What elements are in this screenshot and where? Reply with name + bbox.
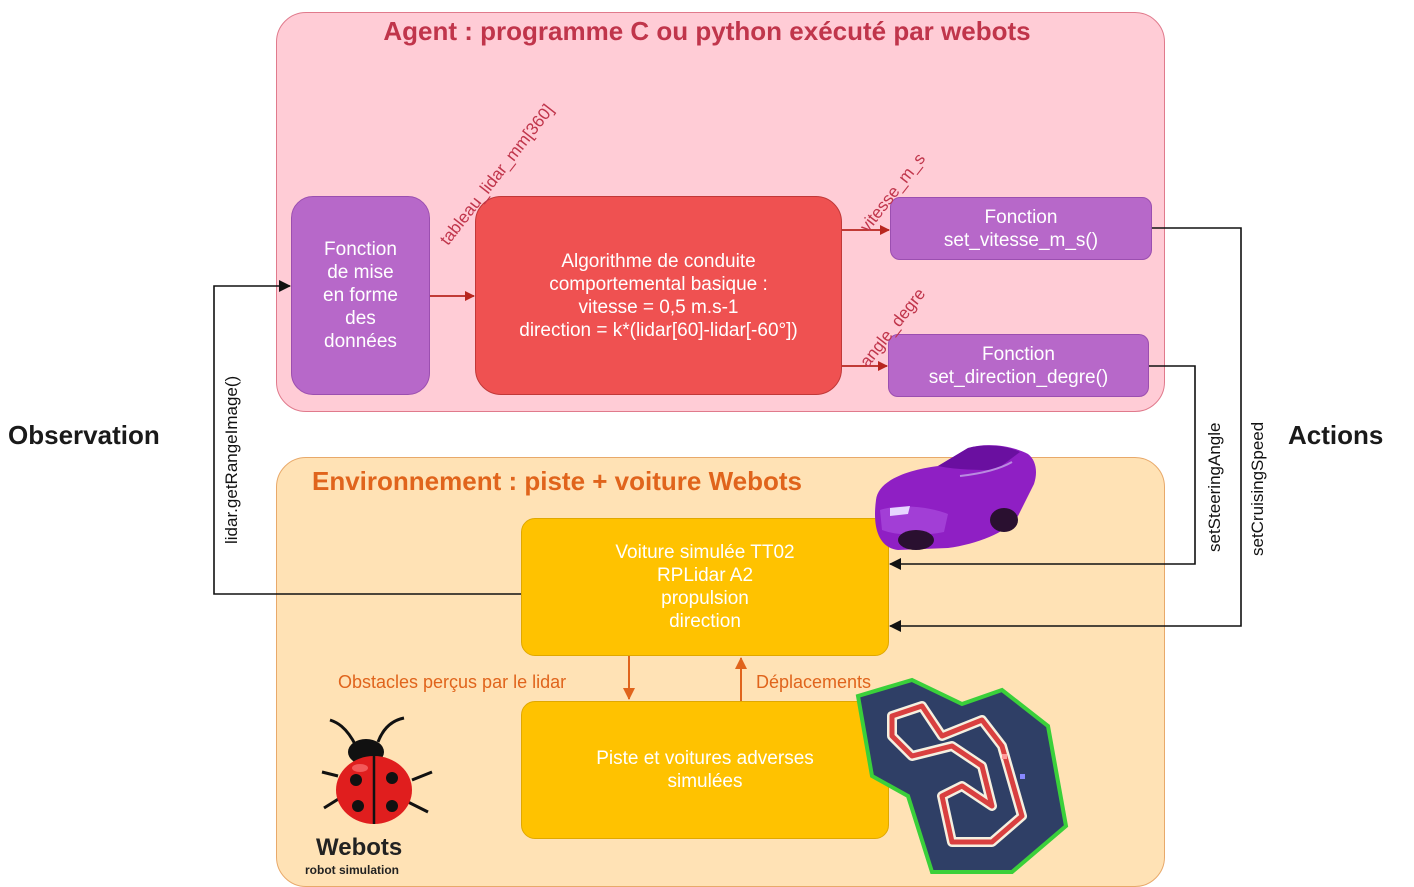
edge-label-obstacles: Obstacles perçus par le lidar	[338, 672, 567, 692]
wire-set-steering-angle	[889, 365, 1196, 570]
race-track-image	[855, 677, 1069, 874]
wire-set-cruising-speed	[889, 227, 1242, 632]
observation-label: Observation	[8, 420, 160, 450]
webots-logo-tagline: robot simulation	[305, 863, 399, 877]
webots-logo-name: Webots	[316, 834, 403, 861]
track-box: Piste et voitures adverses simulées	[521, 701, 889, 839]
edge-label-deplacements: Déplacements	[756, 672, 872, 692]
edge-label-cruising: setCruisingSpeed	[1248, 421, 1267, 556]
edge-label-get-range-image: lidar.getRangeImage()	[222, 375, 241, 544]
actions-label: Actions	[1288, 420, 1384, 450]
wire-get-range-image	[213, 280, 521, 595]
purple-car-image	[874, 445, 1036, 550]
set-speed-function-box: Fonction set_vitesse_m_s()	[890, 197, 1152, 260]
set-direction-function-box: Fonction set_direction_degre()	[888, 334, 1149, 397]
agent-title: Agent : programme C ou python exécuté pa…	[383, 16, 1031, 46]
webots-ladybug-logo	[321, 716, 433, 824]
simulated-car-box: Voiture simulée TT02 RPLidar A2 propulsi…	[521, 518, 889, 656]
edge-label-steering: setSteeringAngle	[1205, 422, 1224, 552]
driving-algorithm-box: Algorithme de conduite comportemental ba…	[475, 196, 842, 395]
environment-title: Environnement : piste + voiture Webots	[312, 466, 802, 496]
format-function-box: Fonction de mise en forme des données	[291, 196, 430, 395]
